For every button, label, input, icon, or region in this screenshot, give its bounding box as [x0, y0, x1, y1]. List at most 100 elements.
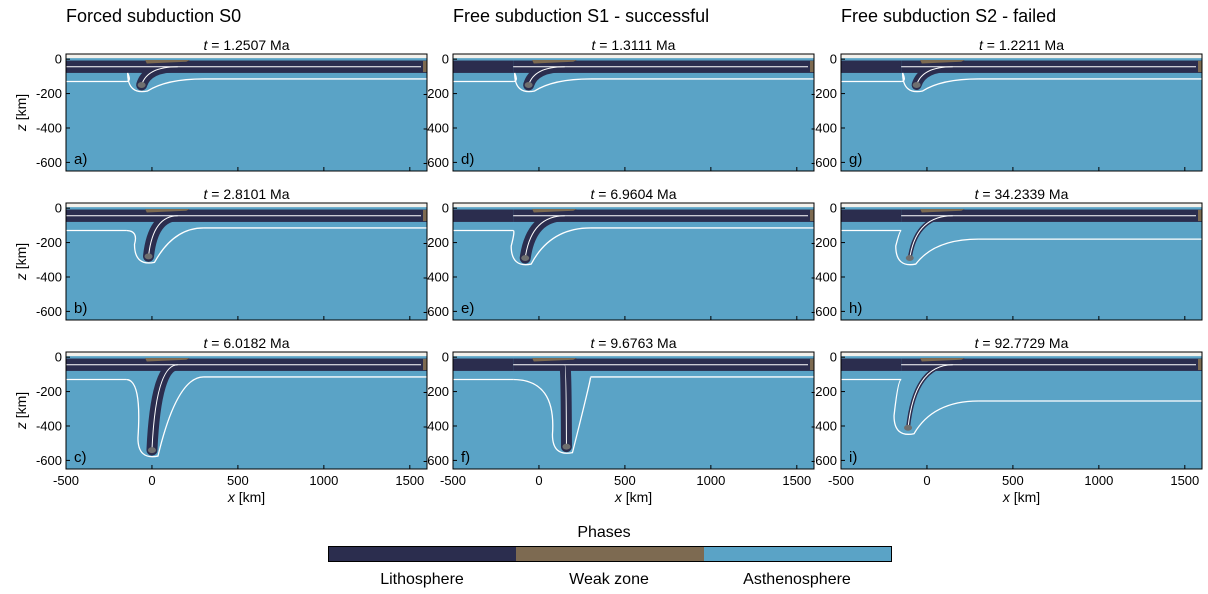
asthenosphere-region: [66, 54, 427, 171]
weak-zone-edge: [1198, 60, 1202, 73]
air-layer: [453, 352, 814, 357]
air-layer: [66, 54, 427, 59]
y-tick-label: -200: [36, 86, 62, 101]
air-layer: [841, 54, 1202, 59]
slab-tip: [524, 81, 533, 88]
air-layer: [66, 203, 427, 208]
plot-frame: [452, 53, 815, 172]
weak-zone-edge: [1198, 358, 1202, 371]
y-tick-label: -400: [811, 269, 837, 284]
slab-core-contour: [909, 215, 953, 259]
slab-tip: [144, 253, 153, 260]
y-tick-label: -600: [36, 304, 62, 319]
slab-core-contour: [148, 215, 178, 257]
slab-envelope-contour: [901, 72, 979, 93]
slab-tip: [904, 424, 913, 431]
column-title-s1: Free subduction S1 - successful: [453, 6, 710, 26]
weak-zone-edge: [810, 358, 814, 371]
panel-time-title: t = 34.2339 Ma: [975, 186, 1069, 202]
y-tick-label: -400: [423, 269, 449, 284]
overriding-plate: [841, 358, 902, 371]
y-tick-label: -400: [811, 120, 837, 135]
weak-zone-edge: [1198, 209, 1202, 222]
y-tick-label: -600: [423, 304, 449, 319]
slab-tip: [521, 255, 530, 262]
y-tick-label: 0: [55, 52, 62, 67]
x-tick-label: 0: [148, 473, 155, 488]
legend-swatch-lithosphere: [329, 547, 517, 561]
air-layer: [453, 54, 814, 59]
panel-h: t = 34.2339 Mah)0-200-400-600: [811, 186, 1203, 321]
overriding-plate: [453, 358, 514, 371]
plot-frame: [452, 351, 815, 470]
legend-swatch-weak-zone: [516, 547, 704, 561]
y-tick-label: -600: [811, 453, 837, 468]
y-tick-label: -400: [423, 418, 449, 433]
y-tick-label: -200: [811, 235, 837, 250]
slab-core-contour: [564, 364, 567, 447]
x-axis-label: x [km]: [1002, 489, 1040, 505]
plot-frame: [65, 53, 428, 172]
x-tick-label: 1500: [782, 473, 811, 488]
slab-envelope-contour: [513, 72, 591, 93]
x-tick-label: 1000: [1084, 473, 1113, 488]
y-tick-label: -200: [423, 384, 449, 399]
y-tick-label: -400: [811, 418, 837, 433]
weak-zone: [145, 358, 190, 362]
plot-frame: [65, 202, 428, 321]
weak-zone-edge: [423, 60, 427, 73]
x-axis-label: x [km]: [614, 489, 652, 505]
x-tick-label: -500: [440, 473, 466, 488]
y-axis-label: z [km]: [13, 243, 29, 281]
panel-time-title: t = 92.7729 Ma: [975, 335, 1069, 351]
panel-time-title: t = 2.8101 Ma: [203, 186, 289, 202]
air-layer: [841, 352, 1202, 357]
overriding-plate: [841, 209, 902, 222]
y-tick-label: -400: [36, 418, 62, 433]
y-tick-label: -200: [423, 86, 449, 101]
panel-e: t = 6.9604 Mae)0-200-400-600: [423, 186, 815, 321]
panel-g: t = 1.2211 Mag)0-200-400-600: [811, 37, 1203, 172]
x-tick-label: 0: [535, 473, 542, 488]
x-tick-label: 500: [1002, 473, 1024, 488]
y-tick-label: -200: [36, 235, 62, 250]
slab-tip: [905, 255, 914, 262]
overriding-plate: [453, 60, 514, 73]
overriding-plate: [453, 209, 514, 222]
panel-label: i): [849, 449, 857, 466]
y-tick-label: 0: [830, 201, 837, 216]
slab-tip: [912, 81, 921, 88]
x-tick-label: 1000: [309, 473, 338, 488]
asthenosphere-region: [66, 352, 427, 469]
legend-label-asthenosphere: Asthenosphere: [743, 571, 851, 588]
asthenosphere-region: [453, 352, 814, 469]
air-layer: [453, 203, 814, 208]
y-tick-label: 0: [442, 350, 449, 365]
slab-envelope-contour: [126, 72, 204, 93]
plot-frame: [452, 202, 815, 321]
x-tick-label: 500: [614, 473, 636, 488]
weak-zone: [145, 60, 190, 64]
y-tick-label: 0: [55, 201, 62, 216]
asthenosphere-region: [66, 203, 427, 320]
slab-tip: [137, 81, 146, 88]
column-title-s2: Free subduction S2 - failed: [841, 6, 1057, 26]
weak-zone-edge: [810, 60, 814, 73]
asthenosphere-region: [841, 54, 1202, 171]
y-tick-label: -600: [36, 155, 62, 170]
panel-time-title: t = 1.2211 Ma: [979, 37, 1064, 53]
legend-label-weak-zone: Weak zone: [569, 571, 649, 588]
slab-envelope-contour: [126, 227, 204, 264]
weak-zone-edge: [423, 209, 427, 222]
y-tick-label: 0: [442, 52, 449, 67]
plot-frame: [840, 53, 1203, 172]
slab-tip: [562, 443, 571, 450]
panel-label: h): [849, 300, 862, 317]
weak-zone: [532, 60, 577, 64]
panel-label: b): [74, 300, 87, 317]
asthenosphere-region: [453, 54, 814, 171]
y-tick-label: -400: [423, 120, 449, 135]
